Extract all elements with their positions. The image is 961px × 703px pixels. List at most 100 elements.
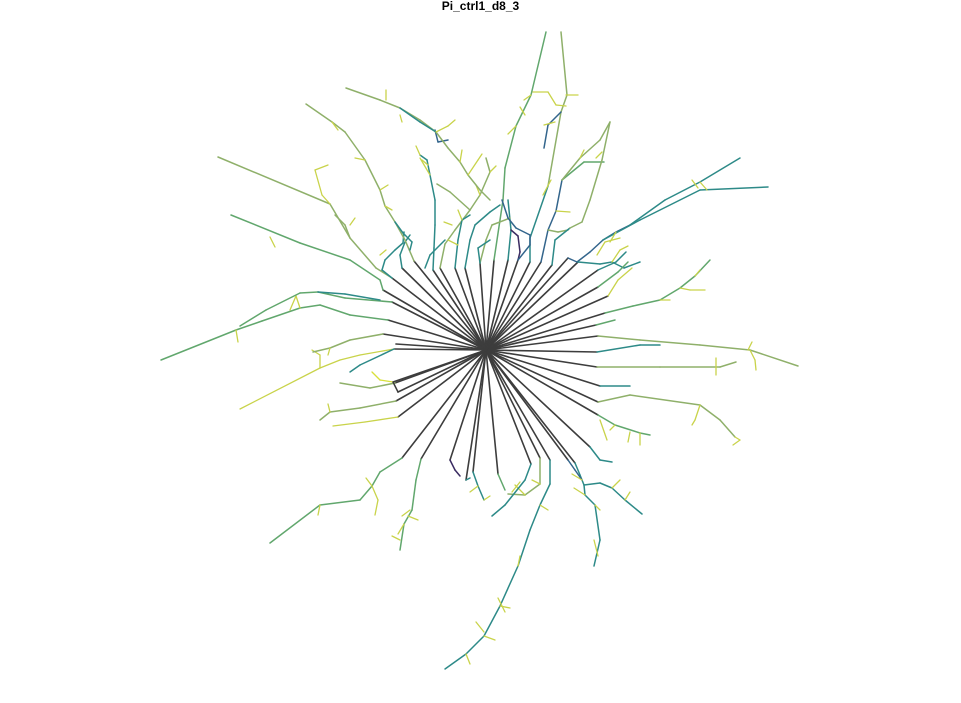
branch-segment bbox=[327, 403, 331, 413]
branch-segment bbox=[311, 349, 321, 356]
branch-segment bbox=[469, 194, 481, 211]
root-lines bbox=[382, 257, 609, 481]
branch-segment bbox=[371, 485, 379, 501]
branch-segment bbox=[469, 224, 476, 241]
root-segment bbox=[391, 277, 487, 351]
branch-segment bbox=[217, 156, 331, 205]
branch-segment bbox=[433, 224, 436, 249]
branch-segment bbox=[379, 457, 403, 473]
branch-segment bbox=[477, 247, 481, 264]
branch-segment bbox=[399, 241, 406, 256]
branch-segment bbox=[547, 210, 557, 231]
branch-segment bbox=[515, 94, 532, 127]
root-segment bbox=[485, 349, 499, 475]
root-segment bbox=[382, 333, 487, 351]
branch-segment bbox=[411, 479, 417, 511]
branch-segment bbox=[517, 244, 531, 261]
branch-segment bbox=[502, 167, 506, 201]
branch-segment bbox=[399, 254, 403, 269]
branch-segment bbox=[491, 504, 506, 517]
branch-segment bbox=[619, 245, 629, 251]
branch-segment bbox=[449, 191, 471, 211]
branch-segment bbox=[573, 487, 586, 496]
root-segment bbox=[395, 349, 487, 402]
branch-segment bbox=[359, 485, 373, 501]
branch-segment bbox=[464, 239, 471, 269]
branch-segment bbox=[444, 229, 456, 245]
branch-segment bbox=[457, 219, 463, 241]
root-segment bbox=[485, 259, 519, 351]
branch-segment bbox=[491, 217, 511, 226]
branch-segment bbox=[501, 199, 509, 219]
branch-segment bbox=[659, 287, 681, 301]
branch-segment bbox=[499, 565, 519, 607]
root-segment bbox=[485, 349, 551, 461]
branch-segment bbox=[554, 227, 571, 241]
root-segment bbox=[465, 349, 487, 481]
branch-segment bbox=[384, 249, 396, 261]
branch-segment bbox=[507, 217, 517, 229]
branch-segment bbox=[319, 304, 351, 316]
branch-segment bbox=[369, 382, 396, 389]
branch-segment bbox=[465, 477, 471, 481]
root-segment bbox=[391, 301, 487, 351]
branch-segment bbox=[599, 261, 613, 265]
branch-segment bbox=[349, 259, 381, 281]
branch-segment bbox=[594, 504, 601, 541]
branch-segment bbox=[265, 292, 301, 311]
branch-segment bbox=[732, 439, 741, 446]
branch-segment bbox=[447, 119, 456, 127]
branch-segment bbox=[524, 483, 541, 496]
branch-segment bbox=[579, 149, 585, 159]
branch-segment bbox=[344, 131, 366, 161]
branch-segment bbox=[699, 344, 751, 351]
root-segment bbox=[485, 259, 509, 351]
branch-segment bbox=[415, 458, 422, 481]
branch-segment bbox=[627, 431, 631, 443]
branch-segment bbox=[561, 161, 585, 181]
branch-segment bbox=[439, 243, 446, 269]
branch-segment bbox=[691, 419, 696, 426]
branch-segment bbox=[299, 304, 321, 309]
branch-segment bbox=[299, 242, 351, 261]
branch-segment bbox=[529, 185, 549, 239]
branch-segment bbox=[754, 359, 757, 371]
branch-segment bbox=[459, 161, 469, 176]
branch-segment bbox=[497, 597, 506, 613]
root-segment bbox=[395, 343, 487, 351]
root-segment bbox=[454, 267, 487, 351]
branch-segment bbox=[547, 91, 557, 106]
branch-segment bbox=[531, 479, 541, 485]
branch-segment bbox=[475, 621, 485, 633]
branch-segment bbox=[483, 635, 496, 641]
branch-segment bbox=[694, 269, 701, 277]
branch-segment bbox=[595, 319, 616, 326]
branch-segment bbox=[749, 349, 799, 367]
branch-segment bbox=[407, 515, 419, 521]
branch-segment bbox=[345, 87, 381, 101]
branch-segment bbox=[507, 199, 512, 231]
branch-segment bbox=[391, 535, 401, 541]
branch-segment bbox=[239, 367, 321, 410]
branch-segment bbox=[384, 205, 396, 223]
branch-segment bbox=[611, 487, 626, 501]
branch-segment bbox=[607, 279, 619, 297]
branch-segment bbox=[617, 261, 629, 273]
root-segment bbox=[382, 289, 487, 351]
branch-segment bbox=[349, 217, 356, 226]
branch-segment bbox=[639, 339, 701, 346]
branch-segment bbox=[435, 131, 449, 149]
branch-segment bbox=[261, 307, 301, 322]
branch-segment bbox=[399, 523, 405, 551]
branch-segment bbox=[409, 241, 413, 251]
root-segment bbox=[485, 349, 599, 416]
branch-segment bbox=[305, 103, 333, 123]
branch-segment bbox=[379, 249, 387, 256]
root-segment bbox=[420, 349, 487, 460]
branch-segment bbox=[381, 269, 393, 279]
branch-segment bbox=[379, 279, 384, 291]
branch-segment bbox=[699, 186, 769, 191]
branch-segment bbox=[719, 361, 737, 368]
branch-segment bbox=[319, 359, 341, 369]
branch-segment bbox=[719, 419, 736, 438]
